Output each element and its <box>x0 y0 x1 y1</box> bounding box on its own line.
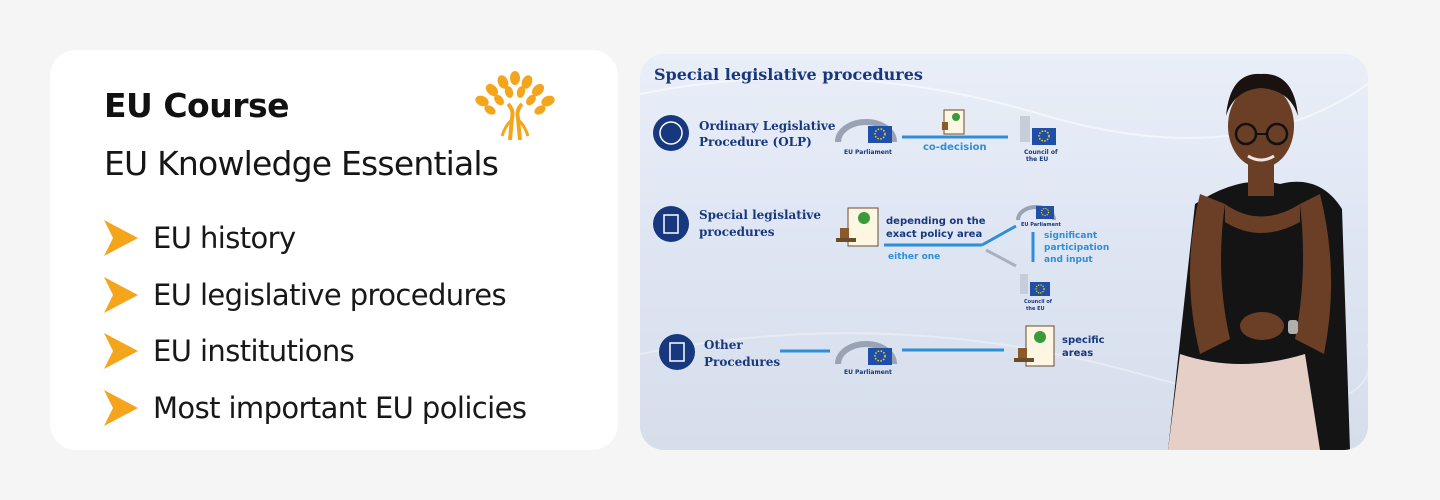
olp-council-line1: Council of <box>1024 149 1058 156</box>
list-item: EU history <box>104 210 526 267</box>
video-player[interactable]: Special legislative procedures Ordinary … <box>640 54 1368 450</box>
slide-title: Special legislative procedures <box>654 65 923 84</box>
row-other: Other Procedures EU Parliament specific … <box>659 325 1105 376</box>
list-item: Most important EU policies <box>104 380 527 437</box>
special-note-line1: depending on the <box>886 216 986 227</box>
olp-connector-label: co-decision <box>923 142 987 153</box>
special-council-line2: the EU <box>1026 306 1045 312</box>
topic-list: EU history EU legislative procedures EU … <box>104 210 527 437</box>
document-seal-icon <box>659 334 695 370</box>
special-council-line1: Council of <box>1024 299 1053 305</box>
special-parliament-label: EU Parliament <box>1021 222 1062 228</box>
special-note-line2: exact policy area <box>886 229 982 240</box>
olp-label-line1: Ordinary Legislative <box>699 119 836 133</box>
course-card: EU Course EU Knowledge Essentials EU his… <box>50 50 618 450</box>
other-areas-line1: specific <box>1062 335 1105 346</box>
other-areas-line2: areas <box>1062 348 1093 359</box>
topic-label: EU institutions <box>153 334 355 369</box>
list-item: EU institutions <box>104 323 526 380</box>
tree-logo-icon <box>475 71 555 140</box>
other-label-line2: Procedures <box>704 355 780 369</box>
gavel-document-icon <box>942 109 965 135</box>
scales-icon <box>653 115 689 151</box>
olp-parliament-label: EU Parliament <box>844 149 892 156</box>
other-label-line1: Other <box>704 338 743 352</box>
olp-council-line2: the EU <box>1026 156 1048 163</box>
special-input-line2: participation <box>1044 243 1109 253</box>
other-parliament-label: EU Parliament <box>844 369 892 376</box>
arrow-right-icon <box>104 276 138 313</box>
video-frame: Special legislative procedures Ordinary … <box>640 65 1368 450</box>
special-input-line3: and input <box>1044 255 1093 265</box>
special-either-label: either one <box>888 252 940 262</box>
row-olp: Ordinary Legislative Procedure (OLP) EU … <box>653 109 1058 163</box>
row-special: Special legislative procedures depending… <box>653 205 1109 312</box>
council-icon <box>1020 116 1056 145</box>
presenter-figure <box>1168 73 1350 450</box>
gavel-document-icon <box>1014 325 1055 367</box>
council-icon <box>1020 274 1050 296</box>
topic-label: EU legislative procedures <box>153 277 507 312</box>
special-input-line1: significant <box>1044 231 1098 241</box>
course-title: EU Course <box>104 86 290 125</box>
topic-label: Most important EU policies <box>153 390 527 425</box>
eu-parliament-icon <box>835 119 897 143</box>
olp-label-line2: Procedure (OLP) <box>699 135 812 149</box>
special-label-line1: Special legislative <box>699 208 821 222</box>
course-subtitle: EU Knowledge Essentials <box>104 144 499 183</box>
eu-parliament-icon <box>1016 205 1056 221</box>
topic-label: EU history <box>153 221 296 256</box>
eu-parliament-icon <box>835 341 897 365</box>
list-item: EU legislative procedures <box>104 267 526 324</box>
arrow-right-icon <box>104 333 138 370</box>
document-seal-icon <box>653 206 689 242</box>
special-label-line2: procedures <box>699 225 775 239</box>
gavel-document-icon <box>836 207 879 247</box>
arrow-right-icon <box>104 389 138 426</box>
arrow-right-icon <box>104 220 138 257</box>
